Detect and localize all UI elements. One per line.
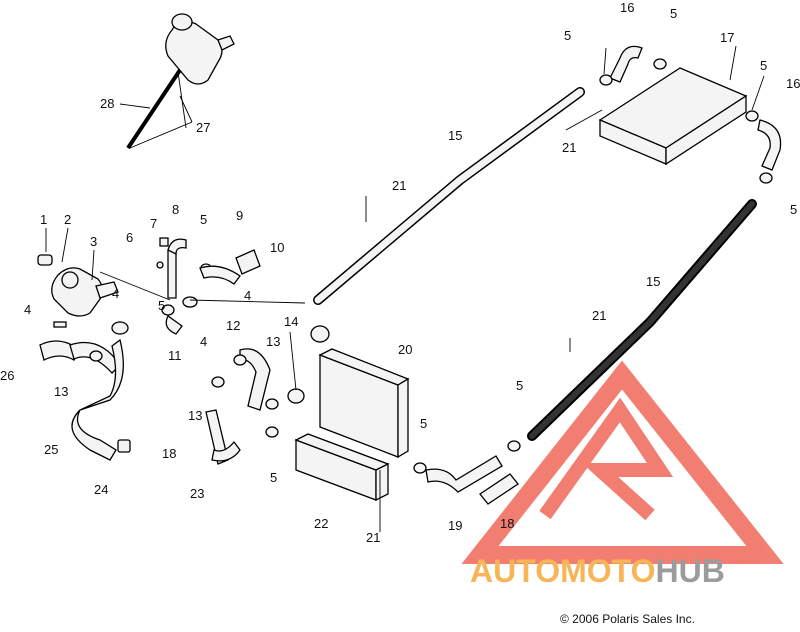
label-part-26: 26 xyxy=(0,368,14,383)
label-part-5-g: 5 xyxy=(670,6,677,21)
label-part-18-left: 18 xyxy=(162,446,176,461)
label-part-21-c: 21 xyxy=(592,308,606,323)
label-part-10: 10 xyxy=(270,240,284,255)
label-part-1: 1 xyxy=(40,212,47,227)
label-part-2: 2 xyxy=(64,212,71,227)
label-part-16-right: 16 xyxy=(786,76,800,91)
label-part-19: 19 xyxy=(448,518,462,533)
label-part-23: 23 xyxy=(190,486,204,501)
label-part-5-b: 5 xyxy=(200,212,207,227)
leader-lines xyxy=(45,45,765,532)
label-part-21-b: 21 xyxy=(562,140,576,155)
label-part-5-h: 5 xyxy=(760,58,767,73)
watermark-text-hub: HUB xyxy=(655,553,724,589)
svg-text:AUTOMOTOHUB: AUTOMOTOHUB xyxy=(470,553,725,589)
radiator-guard xyxy=(294,433,390,502)
label-part-4-mid: 4 xyxy=(112,286,119,301)
label-part-20: 20 xyxy=(398,342,412,357)
label-part-18-right: 18 xyxy=(500,516,514,531)
coolant-tube-upper xyxy=(313,87,585,305)
label-part-25: 25 xyxy=(44,442,58,457)
label-part-14: 14 xyxy=(284,314,298,329)
label-part-17: 17 xyxy=(720,30,734,45)
label-part-15-lower: 15 xyxy=(646,274,660,289)
overflow-reservoir xyxy=(126,13,235,150)
label-part-5-f: 5 xyxy=(564,28,571,43)
label-part-5-c: 5 xyxy=(270,470,277,485)
label-part-27: 27 xyxy=(196,120,210,135)
label-part-11: 11 xyxy=(168,348,182,363)
label-part-6: 6 xyxy=(126,230,133,245)
label-part-22: 22 xyxy=(314,516,328,531)
label-part-24: 24 xyxy=(94,482,108,497)
coolant-tube-lower xyxy=(527,199,757,441)
part-labels: 1 2 3 4 4 4 4 5 5 5 5 5 5 5 5 5 6 7 8 9 … xyxy=(0,0,800,545)
hose-group-left xyxy=(39,321,131,461)
radiator-rear xyxy=(598,67,748,166)
label-part-4-lower: 4 xyxy=(200,334,207,349)
label-part-21-a: 21 xyxy=(392,178,406,193)
label-part-4-right: 4 xyxy=(244,288,251,303)
label-part-8: 8 xyxy=(172,202,179,217)
label-part-15-upper: 15 xyxy=(448,128,462,143)
label-part-13-a: 13 xyxy=(54,384,68,399)
label-part-13-b: 13 xyxy=(188,408,202,423)
thermostat-housing xyxy=(37,254,119,317)
hose-group-lower-right xyxy=(413,440,521,505)
copyright-text: © 2006 Polaris Sales Inc. xyxy=(560,612,695,626)
label-part-5-d: 5 xyxy=(420,416,427,431)
label-part-12: 12 xyxy=(226,318,240,333)
label-part-13-c: 13 xyxy=(266,334,280,349)
label-part-5-a: 5 xyxy=(158,298,165,313)
label-part-21-d: 21 xyxy=(366,530,380,545)
label-part-9: 9 xyxy=(236,208,243,223)
label-part-4-left: 4 xyxy=(24,302,31,317)
watermark-text-automoto: AUTOMOTO xyxy=(470,553,655,589)
label-part-16-top: 16 xyxy=(620,0,634,15)
radiator-front xyxy=(318,348,410,459)
label-part-7: 7 xyxy=(150,216,157,231)
label-part-3: 3 xyxy=(90,234,97,249)
hose-group-right xyxy=(599,45,782,184)
watermark-logo: AUTOMOTOHUB xyxy=(461,360,784,589)
hose-group-center xyxy=(99,237,306,335)
label-part-5-e: 5 xyxy=(516,378,523,393)
label-part-28: 28 xyxy=(100,96,114,111)
label-part-5-i: 5 xyxy=(790,202,797,217)
